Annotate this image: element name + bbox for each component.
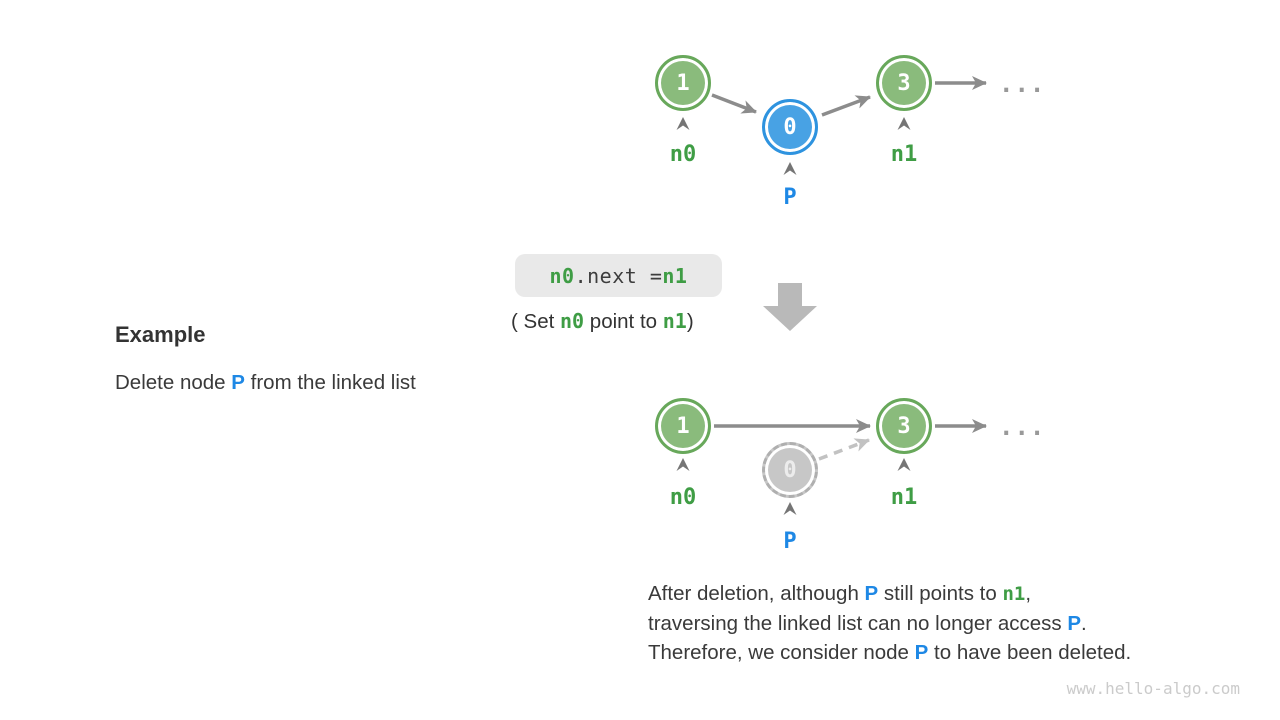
explanation-text: traversing the linked list can no longer… <box>648 612 1068 635</box>
pointer-label-n1-before: n1 <box>890 142 918 167</box>
node-value-3-after: 3 <box>876 398 932 454</box>
pointer-label-n0-after: n0 <box>669 485 697 510</box>
node-value-3-before: 3 <box>876 55 932 111</box>
example-p: P <box>231 371 245 394</box>
caret-n1-before <box>897 117 911 130</box>
explanation-p: P <box>1067 612 1082 635</box>
site-watermark: www.hello-algo.com <box>1066 679 1240 698</box>
explanation-line-1: After deletion, although P still points … <box>648 579 1131 609</box>
explanation-paragraph: After deletion, although P still points … <box>648 579 1131 667</box>
arrow-p-to-n1 <box>821 95 871 117</box>
code-token-n0: n0 <box>549 263 575 288</box>
node-value-1-before: 1 <box>655 55 711 111</box>
caret-p-before <box>783 162 797 175</box>
example-text: Delete node <box>115 371 232 394</box>
arrow-n0-to-p <box>711 93 757 114</box>
ellipsis-before: ... <box>999 70 1046 98</box>
explanation-text: Therefore, we consider node <box>648 641 915 664</box>
pointer-label-n1-after: n1 <box>890 485 918 510</box>
explanation-text: still points to <box>878 582 1003 605</box>
explanation-text: After deletion, although <box>648 582 865 605</box>
example-text: from the linked list <box>244 371 416 394</box>
explanation-text: to have been deleted. <box>928 641 1132 664</box>
ellipsis-after: ... <box>999 413 1046 441</box>
caret-p-after <box>783 502 797 515</box>
caret-n1-after <box>897 458 911 471</box>
explanation-p: P <box>864 582 879 605</box>
node-value-1-after: 1 <box>655 398 711 454</box>
caption-text: point to <box>584 310 663 333</box>
node-value-0-deleted: 0 <box>762 442 818 498</box>
caret-n0-before <box>676 117 690 130</box>
example-heading: Example <box>115 322 206 347</box>
pointer-label-p-before: P <box>783 185 797 210</box>
dashed-arrow-p-to-n1 <box>818 438 870 461</box>
explanation-text: . <box>1081 612 1087 635</box>
caption-n1: n1 <box>662 309 687 333</box>
code-token-op: .next = <box>574 263 663 288</box>
code-token-n1: n1 <box>662 263 688 288</box>
explanation-line-2: traversing the linked list can no longer… <box>648 609 1131 638</box>
explanation-p: P <box>914 641 929 664</box>
pointer-label-n0-before: n0 <box>669 142 697 167</box>
caption-n0: n0 <box>560 309 585 333</box>
explanation-text: , <box>1025 582 1032 605</box>
caption-text: ) <box>686 310 694 333</box>
pointer-label-p-after: P <box>783 529 797 554</box>
explanation-line-3: Therefore, we consider node P to have be… <box>648 638 1131 667</box>
node-value-0-before: 0 <box>762 99 818 155</box>
example-description: Delete node P from the linked list <box>115 371 416 395</box>
caption-text: ( Set <box>511 310 560 333</box>
explanation-n1: n1 <box>1002 583 1026 605</box>
caret-n0-after <box>676 458 690 471</box>
code-caption: ( Set n0 point to n1) <box>511 309 694 334</box>
code-box: n0.next = n1 <box>515 254 722 297</box>
down-arrow-icon <box>763 283 817 331</box>
